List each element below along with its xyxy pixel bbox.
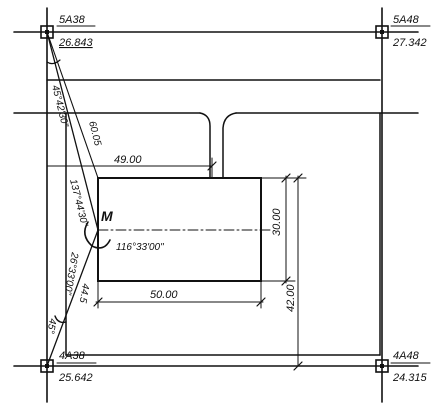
angle-arc-station	[84, 221, 111, 249]
benchmark-marker-5a48	[375, 25, 389, 39]
dimension-lines	[46, 157, 307, 367]
tick	[293, 173, 303, 183]
benchmark-id-5a38: 5A38	[59, 14, 86, 26]
benchmark-markers	[40, 25, 389, 373]
angle-label-station-internal: 116°33'00"	[116, 242, 164, 253]
dimension-label-offset-vertical: 42.00	[285, 284, 297, 312]
benchmark-marker-4a38	[40, 359, 54, 373]
benchmark-marker-5a38	[40, 25, 54, 39]
building-outline	[97, 177, 262, 282]
traverse-line-corner	[46, 31, 99, 179]
angle-arc-top	[46, 59, 61, 65]
benchmark-id-4a48: 4A48	[393, 350, 420, 362]
benchmark-dot	[45, 30, 49, 34]
dimension-label-height: 30.00	[271, 208, 283, 236]
benchmark-elevation-4a48: 24.315	[392, 372, 428, 384]
benchmark-elevation-4a38: 25.642	[58, 372, 93, 384]
tick	[93, 297, 103, 307]
angle-arcs	[46, 59, 111, 324]
survey-lines	[46, 31, 99, 367]
benchmark-marker-4a48	[375, 359, 389, 373]
grid-lines	[13, 7, 419, 403]
traverse-line-upper	[46, 31, 99, 231]
benchmark-elevation-5a48: 27.342	[392, 37, 427, 49]
tick	[281, 173, 291, 183]
station-label: M	[101, 208, 113, 224]
road-curb-left	[199, 112, 211, 179]
tick	[256, 297, 266, 307]
tick	[207, 161, 217, 171]
traverse-line-lower	[46, 229, 99, 367]
benchmark-labels: 5A38 26.843 5A48 27.342 4A38 25.642 4A48…	[56, 14, 431, 384]
benchmark-id-4a38: 4A38	[59, 350, 86, 362]
dimension-label-width: 50.00	[150, 289, 178, 301]
benchmark-dot	[45, 364, 49, 368]
dimension-ticks	[93, 161, 303, 371]
angle-arc-lower	[54, 315, 67, 324]
benchmark-id-5a48: 5A48	[393, 14, 420, 26]
benchmark-dot	[380, 364, 384, 368]
angle-label-lower-corner: 45°	[44, 317, 57, 334]
tick	[281, 276, 291, 286]
distance-label-lower-line: 44.5	[77, 282, 91, 304]
road-curb-right	[222, 112, 237, 179]
angle-label-station-lower: 26°33'00"	[62, 250, 81, 296]
dimension-label-top-offset: 49.00	[114, 154, 142, 166]
benchmark-dot	[380, 30, 384, 34]
road-boundary	[13, 79, 419, 356]
tick	[293, 361, 303, 371]
distance-label-upper-line: 60.05	[86, 120, 103, 147]
benchmark-elevation-5a38: 26.843	[58, 37, 94, 49]
